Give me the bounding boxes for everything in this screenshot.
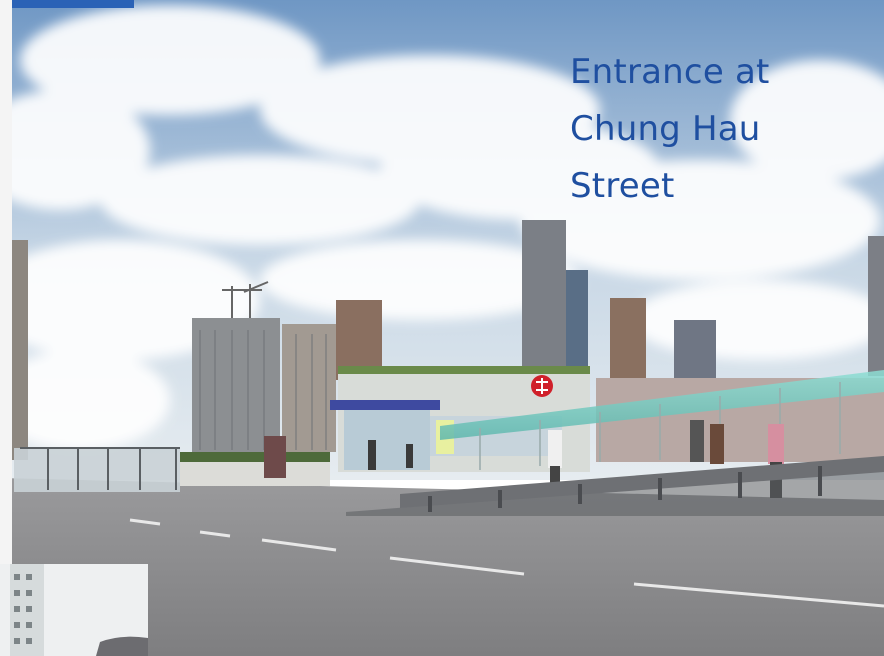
accent-tab	[12, 0, 134, 8]
caption-line-1: Entrance at	[570, 52, 770, 92]
background-towers	[12, 220, 884, 460]
left-fence	[14, 447, 180, 492]
inset-photo	[0, 564, 148, 656]
caption-line-2: Chung Hau	[570, 109, 761, 149]
advertising-panel	[264, 436, 286, 478]
planter-wall	[180, 458, 330, 486]
guard-rail	[346, 456, 884, 516]
left-frame-edge	[0, 0, 12, 656]
road-surface	[0, 478, 884, 656]
lane-markings	[129, 518, 884, 608]
caption-line-3: Street	[570, 166, 675, 206]
caption-text: Entrance at Chung Hau Street	[570, 44, 870, 215]
